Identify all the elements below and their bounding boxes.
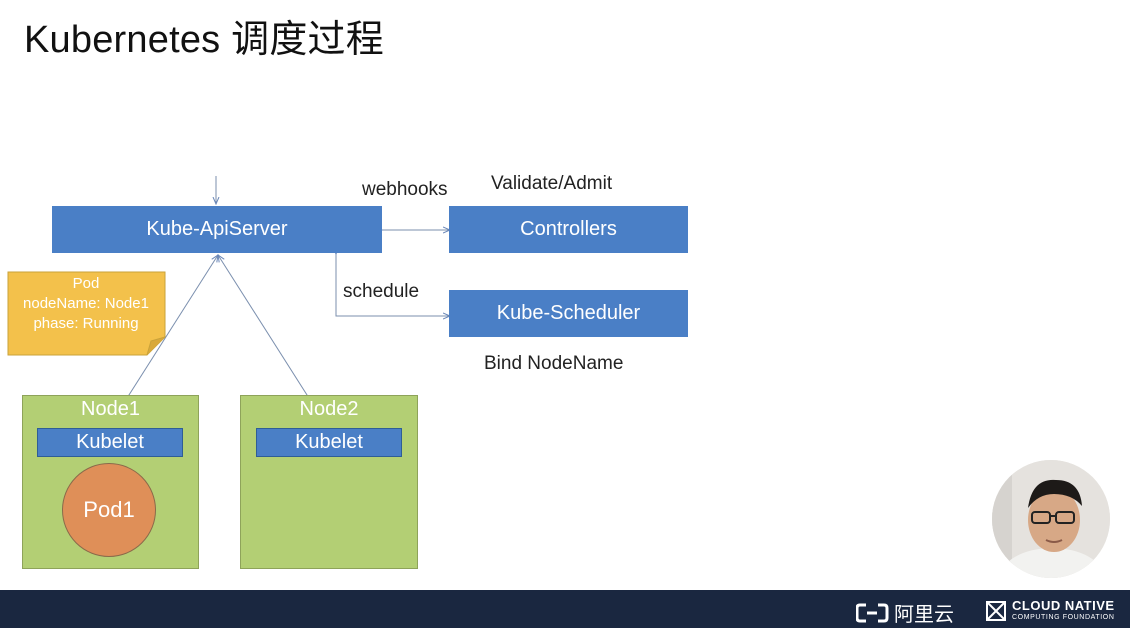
schedule-arrow (336, 254, 450, 316)
controllers-box: Controllers (449, 206, 688, 253)
alibaba-cloud-text: 阿里云 (894, 604, 954, 626)
bind-nodename-label: Bind NodeName (484, 353, 624, 374)
speaker-video (992, 460, 1110, 578)
schedule-label: schedule (343, 281, 420, 302)
slide-title: Kubernetes 调度过程 (24, 19, 384, 61)
node1-kubelet: Kubelet (37, 428, 183, 457)
kube-scheduler-box: Kube-Scheduler (449, 290, 688, 337)
pod-note-line: nodeName: Node1 (23, 295, 149, 312)
kube-apiserver-box: Kube-ApiServer (52, 206, 382, 253)
validate-admit-label: Validate/Admit (491, 173, 613, 194)
cncf-line2: COMPUTING FOUNDATION (1012, 614, 1115, 621)
node1-label: Node1 (81, 398, 140, 420)
pod-note: Pod nodeName: Node1 phase: Running (7, 274, 165, 334)
pod-note-line: phase: Running (33, 315, 139, 332)
node2-label: Node2 (299, 398, 359, 420)
pod-note-line: Pod (72, 275, 100, 292)
node2-kubelet: Kubelet (256, 428, 402, 457)
pod-note-shape (7, 271, 166, 356)
cncf-logo: CLOUD NATIVE COMPUTING FOUNDATION (986, 599, 1115, 622)
node2-box: Node2 (240, 395, 418, 569)
webhooks-label: webhooks (362, 179, 448, 200)
pod1-circle: Pod1 (62, 463, 156, 557)
cncf-icon (986, 600, 1006, 621)
speaker-avatar-icon (992, 460, 1110, 578)
cncf-line1: CLOUD NATIVE (1012, 598, 1115, 613)
alibaba-cloud-icon (856, 603, 889, 622)
alibaba-cloud-logo: 阿里云 (856, 598, 954, 627)
footer-bar: 阿里云 CLOUD NATIVE COMPUTING FOUNDATION (0, 590, 1130, 628)
